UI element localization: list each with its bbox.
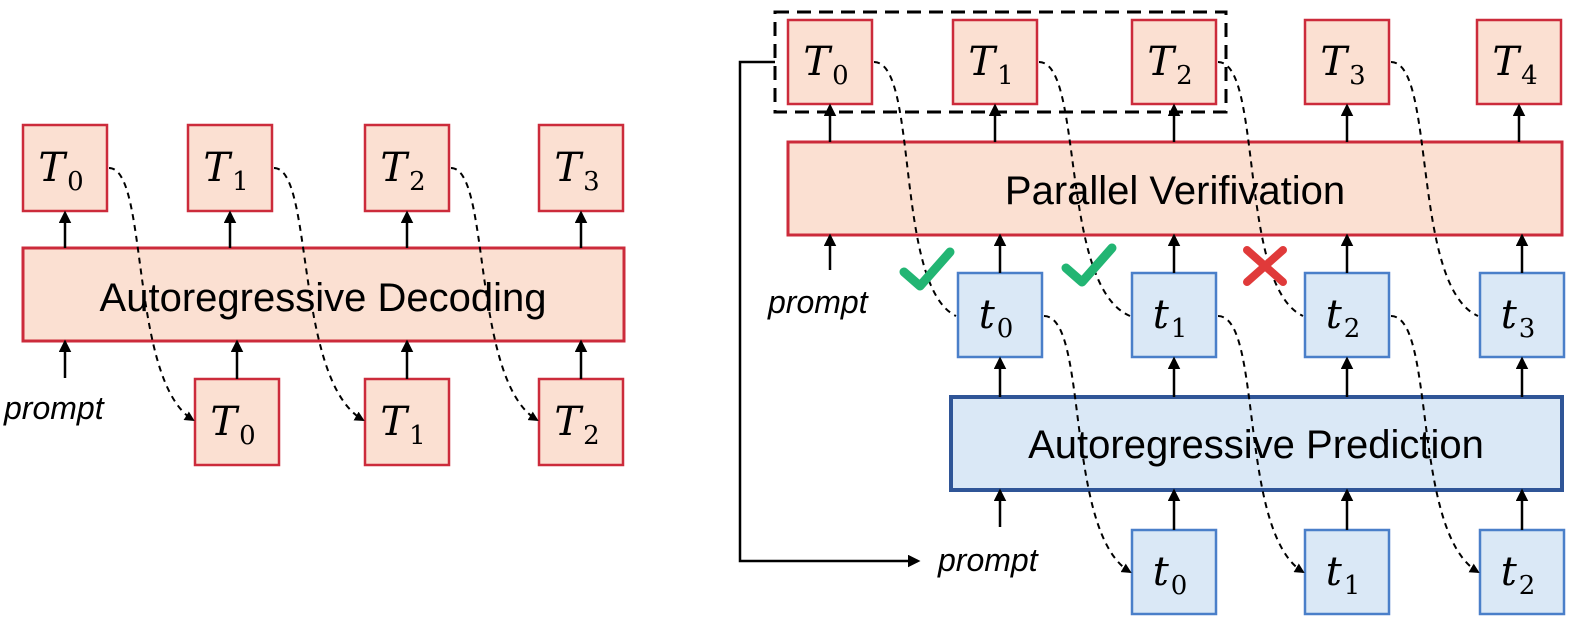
left-bottom-token-0-label: T0 xyxy=(210,399,255,451)
left-bottom-token-1: T1 xyxy=(363,377,451,467)
right-top-token-0: T0 xyxy=(786,18,874,106)
right-bottom-token-0: t0 xyxy=(1130,528,1218,616)
autoregressive-decoding-block xyxy=(21,246,626,343)
right-verify-link-1 xyxy=(1038,61,1131,317)
right-predict-feedback-0 xyxy=(1043,315,1132,574)
right-top-token-2-label: T2 xyxy=(1147,39,1192,91)
right-draft-token-3-label: t3 xyxy=(1501,292,1536,344)
right-draft-token-0-label: t0 xyxy=(979,292,1014,344)
right-predict-feedback-2 xyxy=(1390,315,1480,574)
right-top-token-4-box xyxy=(1475,18,1563,106)
right-bottom-token-1-label: t1 xyxy=(1326,549,1361,601)
left-bottom-token-1-box xyxy=(363,377,451,467)
left-bottom-token-0: T0 xyxy=(193,377,281,467)
right-top-token-1-label: T1 xyxy=(968,39,1013,91)
right-top-token-4-label: T4 xyxy=(1492,39,1537,91)
right-bottom-token-2-label: t2 xyxy=(1501,549,1536,601)
right-draft-token-2: t2 xyxy=(1303,271,1391,359)
right-bottom-token-0-label: t0 xyxy=(1153,549,1188,601)
right-draft-token-2-box xyxy=(1303,271,1391,359)
right-draft-token-3: t3 xyxy=(1478,271,1566,359)
autoregressive-decoding-label: Autoregressive Decoding xyxy=(100,276,547,320)
left-top-token-0: T0 xyxy=(21,123,109,213)
left-top-token-3-box xyxy=(537,123,625,213)
left-top-token-0-label: T0 xyxy=(38,145,83,197)
right-predict-feedback-1 xyxy=(1217,315,1305,574)
left-feedback-curve-1 xyxy=(273,167,365,422)
left-top-token-2-box xyxy=(363,123,451,213)
right-draft-token-2-label: t2 xyxy=(1326,292,1361,344)
right-bottom-token-2: t2 xyxy=(1478,528,1566,616)
right-top-token-3: T3 xyxy=(1303,18,1391,106)
left-top-token-1: T1 xyxy=(186,123,274,213)
right-panel: Parallel Verifivation Autoregressive Pre… xyxy=(738,10,1566,616)
left-bottom-token-2-label: T2 xyxy=(554,399,599,451)
left-bottom-token-0-box xyxy=(193,377,281,467)
right-bottom-token-2-box xyxy=(1478,528,1566,616)
cross-icon xyxy=(1243,246,1287,286)
right-bottom-token-1-box xyxy=(1303,528,1391,616)
right-bottom-token-0-box xyxy=(1130,528,1218,616)
verify-prompt-label: prompt xyxy=(767,284,869,320)
predict-prompt-label: prompt xyxy=(937,542,1039,578)
left-top-token-2: T2 xyxy=(363,123,451,213)
right-draft-token-1-label: t1 xyxy=(1153,292,1188,344)
right-draft-token-1-box xyxy=(1130,271,1218,359)
left-feedback-curve-2 xyxy=(450,167,539,422)
right-verify-link-3 xyxy=(1390,61,1479,317)
right-top-token-1: T1 xyxy=(951,18,1039,106)
right-top-token-2-box xyxy=(1130,18,1218,106)
right-top-token-3-label: T3 xyxy=(1320,39,1365,91)
autoregressive-prediction-block xyxy=(949,395,1564,492)
right-verify-link-2 xyxy=(1217,61,1304,317)
right-bottom-token-1: t1 xyxy=(1303,528,1391,616)
left-bottom-token-2-box xyxy=(537,377,625,467)
check-icon xyxy=(899,247,955,291)
right-draft-token-0: t0 xyxy=(956,271,1044,359)
feedback-loop-arrow xyxy=(738,60,921,568)
right-top-token-3-box xyxy=(1303,18,1391,106)
right-top-token-0-label: T0 xyxy=(803,39,848,91)
right-draft-token-1: t1 xyxy=(1130,271,1218,359)
left-top-token-3-label: T3 xyxy=(554,145,599,197)
left-top-token-3: T3 xyxy=(537,123,625,213)
right-verify-link-0 xyxy=(873,61,957,317)
left-prompt-label: prompt xyxy=(3,390,105,426)
left-top-token-0-box xyxy=(21,123,109,213)
autoregressive-prediction-label: Autoregressive Prediction xyxy=(1028,423,1484,467)
left-top-token-2-label: T2 xyxy=(380,145,425,197)
left-bottom-token-1-label: T1 xyxy=(380,399,425,451)
left-bottom-token-2: T2 xyxy=(537,377,625,467)
right-top-token-4: T4 xyxy=(1475,18,1563,106)
left-top-token-1-label: T1 xyxy=(203,145,248,197)
accepted-tokens-selection-box xyxy=(773,10,1228,114)
right-top-token-2: T2 xyxy=(1130,18,1218,106)
check-icon xyxy=(1061,243,1117,287)
parallel-verification-label: Parallel Verifivation xyxy=(1005,169,1345,213)
